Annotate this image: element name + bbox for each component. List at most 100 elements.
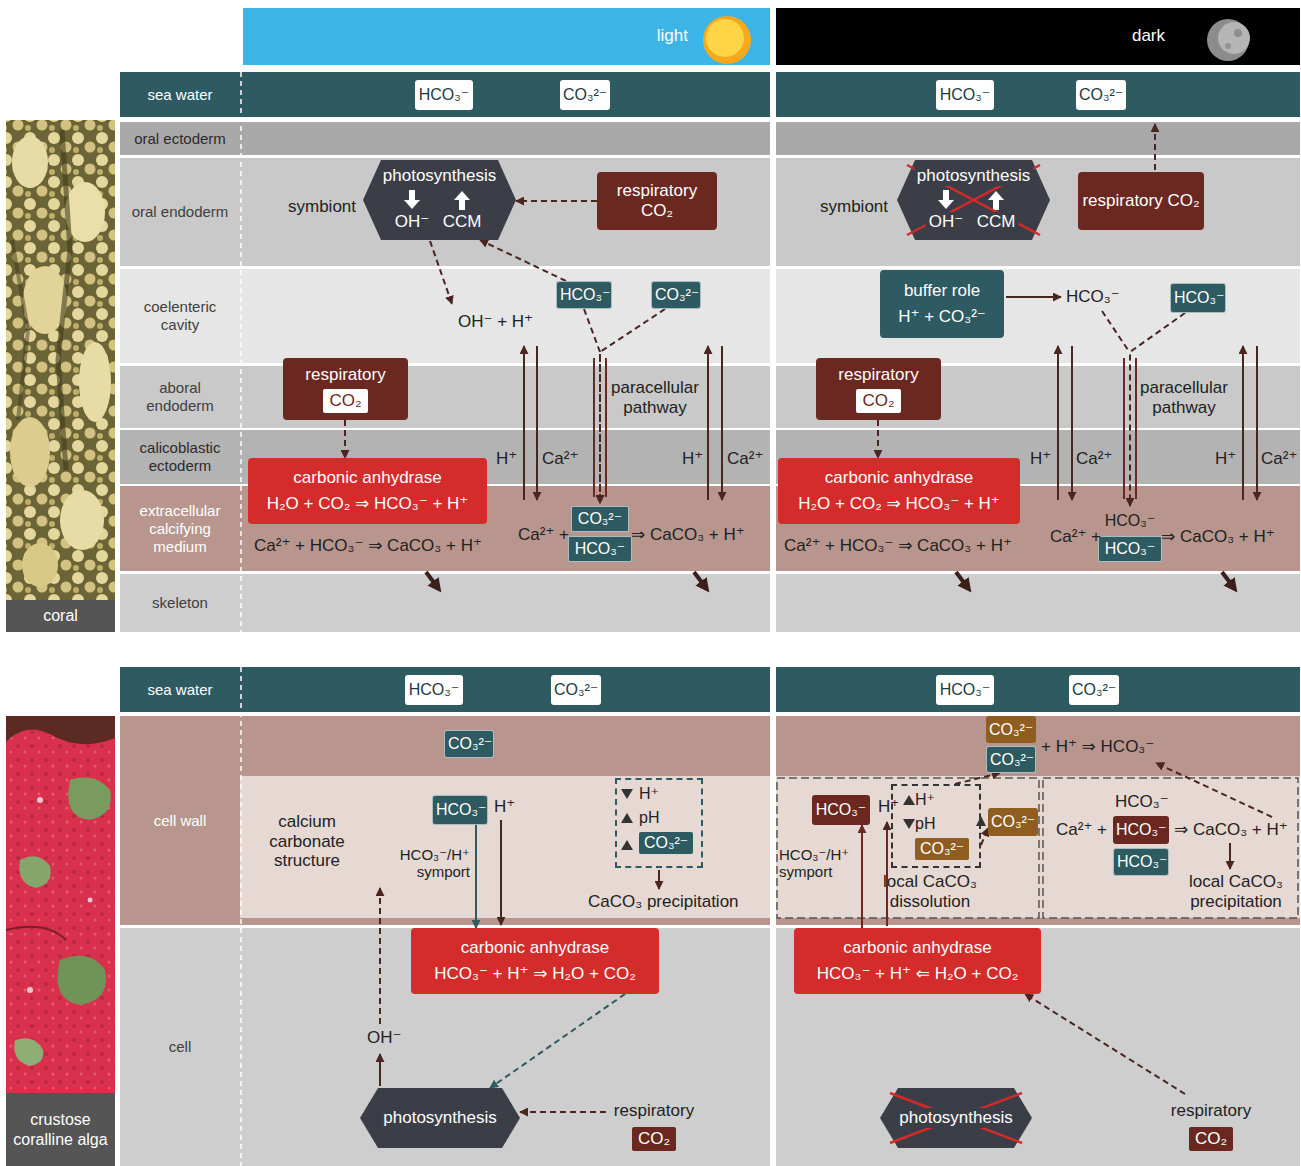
node-text: HCO₃⁻ (1095, 510, 1165, 532)
node-text: HCO₃⁻ (436, 800, 484, 820)
node-text: CO₃²⁻ (655, 285, 697, 305)
hexagon-shape (880, 1088, 1032, 1148)
flow-connector (981, 828, 988, 845)
flow-connector (861, 825, 863, 928)
moon-icon (1218, 22, 1250, 54)
alga-photo (6, 716, 115, 1166)
layer-label: sea water (120, 72, 240, 117)
region-outline (1043, 778, 1298, 918)
node-text: HCO₃⁻ (418, 85, 470, 105)
moon-icon (1207, 19, 1249, 61)
trend-arrow (903, 819, 915, 829)
enzyme-box: carbonic anhydraseHCO₃⁻ + H⁺ ⇒ H₂O + CO₂ (411, 928, 659, 994)
reaction-label: Ca²⁺ + (518, 525, 569, 545)
process-label: local CaCO₃ precipitation (1180, 872, 1292, 911)
alga-speckle (37, 797, 43, 803)
node-text: HCO₃⁻ (408, 680, 460, 700)
band (776, 918, 1300, 925)
transport-arrow (536, 346, 538, 500)
node-text: CCM (440, 212, 485, 232)
ion-chip: CO₃²⁻ (988, 808, 1038, 836)
hexagon-shape (360, 1088, 520, 1148)
node-text: H₂O + CO₂ ⇒ HCO₃⁻ + H⁺ (782, 494, 1016, 514)
node-text: HCO₃⁻ (1117, 852, 1165, 872)
ion-chip: CO₃²⁻ (651, 281, 701, 309)
node-text: dark (1132, 26, 1165, 46)
coral-shadow (58, 130, 70, 470)
node-text: photosynthesis (380, 1108, 499, 1128)
node-text: respiratory CO₂ (1082, 191, 1200, 211)
layer-label: extracellular calcifying medium (120, 486, 240, 571)
ion-label: H⁺ (1030, 449, 1051, 469)
node-text: HCO₃⁻ (939, 680, 991, 700)
node-text: HCO₃⁻ (1174, 288, 1222, 308)
ion-label: Ca²⁺ (542, 449, 578, 469)
reaction-label: ⇒ CaCO₃ + H⁺ (1161, 527, 1275, 547)
ion-chip: HCO₃⁻ (936, 80, 994, 110)
node-text: HCO₃⁻ (568, 536, 633, 562)
reaction-label: Ca²⁺ + HCO₃⁻ ⇒ CaCO₃ + H⁺ (784, 536, 1012, 556)
ion-label: H⁺ (682, 449, 703, 469)
node-text: HCO₃⁻ (939, 85, 991, 105)
ion-chip: HCO₃⁻ (1113, 848, 1169, 876)
enzyme-box: carbonic anhydraseH₂O + CO₂ ⇒ HCO₃⁻ + H⁺ (778, 458, 1020, 524)
node-text: HCO₃⁻ + H⁺ ⇒ H₂O + CO₂ (415, 964, 655, 984)
coral-branch (60, 490, 104, 550)
trend-arrow (621, 840, 633, 850)
hexagon-shape (363, 160, 516, 240)
divider-line (240, 667, 242, 1166)
region-label: symbiont (288, 197, 356, 217)
node-text: respiratory (287, 365, 404, 385)
source-box: respiratoryCO₂ (1163, 1094, 1259, 1158)
transport-label: HCO₃⁻/H⁺ symport (779, 846, 859, 881)
region-label: symbiont (820, 197, 888, 217)
layer-bands (240, 72, 1300, 1166)
connectors (345, 201, 1185, 1112)
node-text: carbonic anhydrase (798, 938, 1037, 958)
trend-arrow (976, 816, 986, 826)
node-text: cell wall (126, 812, 234, 830)
trend-arrow (621, 789, 633, 799)
coral-photo (6, 120, 115, 632)
flow-arrow (1006, 296, 1061, 298)
header-bar: light (243, 8, 770, 65)
photo-caption: coral (6, 600, 115, 632)
alga-crack (6, 716, 115, 744)
band (776, 928, 1300, 1166)
node-text: H⁺ (915, 790, 935, 810)
trend-box: H⁺pHCO₃²⁻ (615, 778, 703, 868)
node-text: coral (10, 606, 111, 625)
enzyme-box: carbonic anhydraseHCO₃⁻ + H⁺ ⇐ H₂O + CO₂ (794, 928, 1041, 994)
node-text: CO₂ (632, 1127, 676, 1151)
node-text: H⁺ + CO₃²⁻ (884, 307, 1000, 327)
node-text: photosynthesis (896, 1108, 1015, 1128)
node-text: CO₃²⁻ (915, 838, 969, 860)
moon-crater (1225, 43, 1231, 49)
up-arrow (454, 191, 470, 210)
alga-patch (68, 778, 111, 820)
layer-label: calicoblastic ectoderm (120, 430, 240, 484)
layer-label: cell (120, 928, 240, 1166)
flow-connector (475, 825, 477, 928)
reaction-label: ⇒ CaCO₃ + H⁺ (1174, 820, 1288, 840)
band (776, 486, 1300, 571)
reaction-label: Ca²⁺ + (1056, 820, 1107, 840)
band (240, 776, 770, 918)
flow-arrow (1154, 124, 1156, 170)
band (776, 574, 1300, 632)
node-text: HCO₃⁻ (1116, 820, 1166, 840)
source-box: respiratoryCO₂ (606, 1094, 702, 1158)
flow-arrow (379, 888, 381, 1024)
node-text: CO₃²⁻ (571, 506, 629, 532)
transport-arrow (1242, 346, 1244, 500)
layer-label: oral endoderm (120, 158, 240, 266)
layer-label: oral ectoderm (120, 122, 240, 155)
process-hexagon: photosynthesis (880, 1088, 1032, 1148)
band (240, 928, 770, 1166)
process-label: local CaCO₃ dissolution (880, 872, 980, 911)
transport-arrow (523, 346, 525, 500)
pathway-label: paracellular pathway (610, 378, 700, 417)
flow-connector (344, 420, 346, 458)
node-text: CO₃²⁻ (563, 85, 607, 105)
ion-chip: CO₃²⁻ (444, 730, 494, 758)
